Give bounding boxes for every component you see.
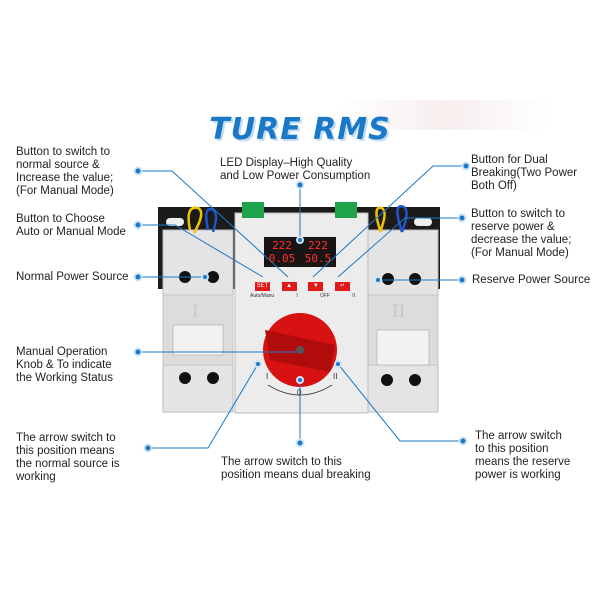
callout-dots [133, 161, 471, 453]
callout-arrow-reserve: The arrow switch to this position means … [475, 430, 571, 481]
down-button[interactable]: ▼ [308, 282, 324, 291]
knob-pos-ii: II [333, 372, 338, 381]
caption-i: I [296, 293, 298, 299]
callout-dual-breaking-button: Button for Dual Breaking(Two Power Both … [471, 154, 578, 192]
callout-led-display: LED Display–High Quality and Low Power C… [220, 157, 371, 182]
left-module [162, 206, 234, 413]
background-glow [340, 100, 550, 130]
left-module-numeral: I [192, 300, 199, 322]
callout-normal-source: Normal Power Source [16, 271, 129, 283]
right-module-numeral: II [392, 300, 406, 322]
caption-auto-manu: Auto/Manu [250, 293, 275, 299]
callout-reserve-source: Reserve Power Source [472, 274, 591, 286]
callout-normal-increase: Button to switch to normal source & Incr… [16, 146, 114, 197]
led-readout: 222 222 0.05 50.5 [264, 237, 336, 267]
callout-lines [138, 165, 466, 449]
callout-knob: Manual Operation Knob & To indicate the … [16, 346, 113, 384]
button-captions: Auto/Manu I OFF II [250, 293, 355, 299]
page-title: TURE RMS [209, 112, 391, 147]
callout-arrow-normal: The arrow switch to this position means … [16, 432, 120, 483]
caption-ii: II [352, 293, 355, 299]
enter-button[interactable]: ↵ [334, 282, 350, 291]
right-module [367, 205, 439, 413]
up-button[interactable]: ▲ [281, 282, 297, 291]
led-reading-4: 50.5 [304, 252, 332, 265]
callout-reserve-decrease: Button to switch to reserve power & decr… [471, 208, 572, 259]
led-reading-1: 222 [272, 239, 292, 252]
knob-pos-i: I [266, 372, 269, 381]
led-reading-2: 222 [308, 239, 328, 252]
callout-arrow-dual: The arrow switch to this position means … [221, 456, 371, 481]
caption-off: OFF [319, 293, 330, 299]
set-button[interactable]: SET [255, 282, 270, 291]
front-buttons: SET ▲ ▼ ↵ [255, 282, 350, 291]
knob [263, 313, 337, 396]
led-reading-3: 0.05 [268, 252, 296, 265]
knob-pos-0: 0 [297, 388, 302, 397]
callout-auto-manual: Button to Choose Auto or Manual Mode [16, 213, 126, 238]
